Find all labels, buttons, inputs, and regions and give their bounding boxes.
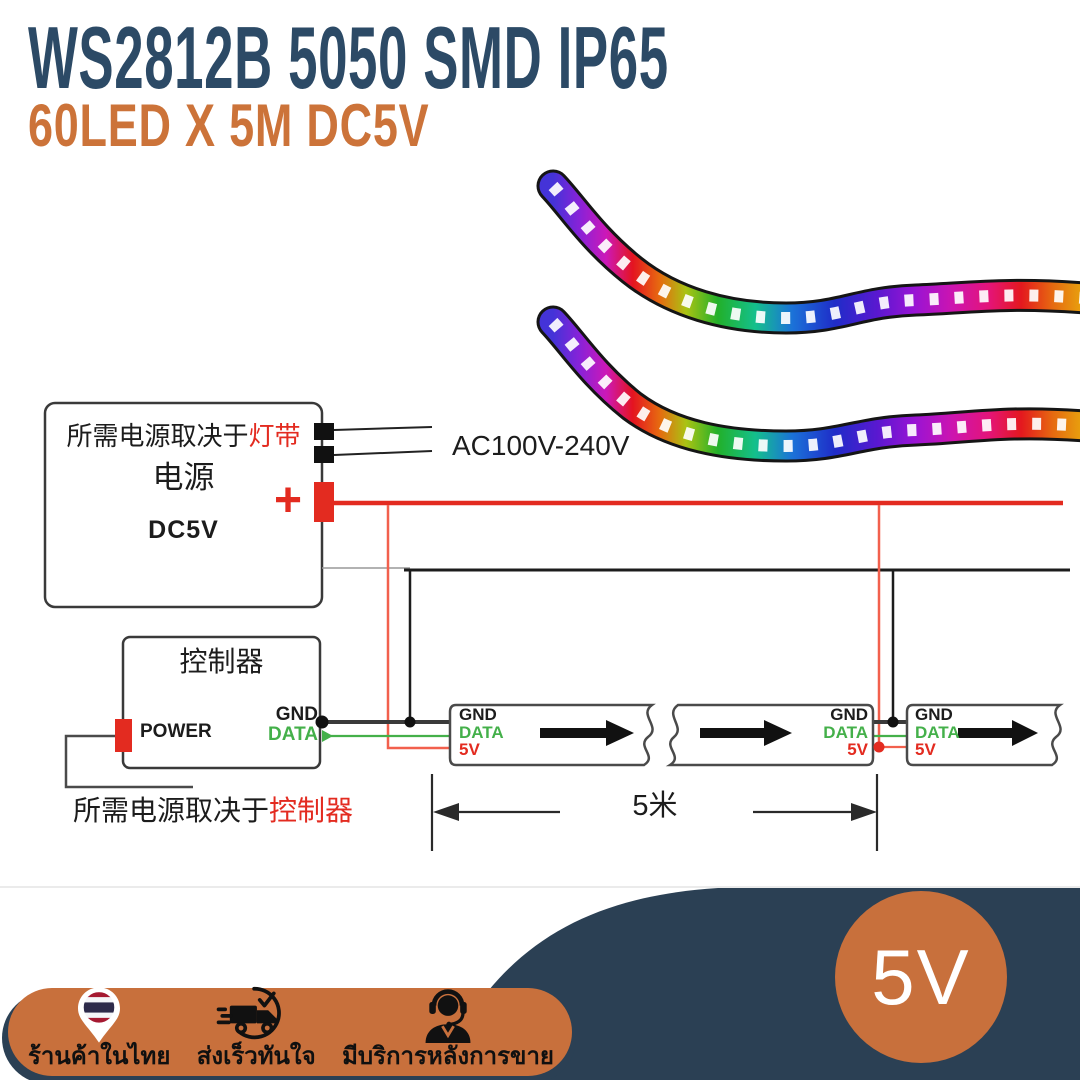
controller-box: [121, 635, 322, 770]
direction-arrow-1: [540, 720, 634, 746]
ac-terminal-bottom: [314, 446, 334, 463]
voltage-badge: 5V: [835, 891, 1007, 1063]
psu-note: 所需电源取决于灯带: [45, 423, 322, 449]
strip3-data-label: DATA: [915, 723, 960, 742]
fast-delivery-truck-icon: [216, 986, 282, 1039]
controller-note: 所需电源取决于控制器: [73, 797, 353, 825]
wiring-diagram: [43, 401, 1070, 851]
page-subtitle: 60LED X 5M DC5V: [28, 92, 430, 159]
ac-terminal-top: [314, 423, 334, 440]
plus-sign: +: [274, 474, 303, 527]
voltage-badge-text: 5V: [871, 932, 971, 1021]
strip2-data-label: DATA: [823, 723, 868, 742]
psu-note-black: 所需电源取决于: [66, 421, 249, 451]
strip3-5v-label: 5V: [915, 740, 936, 759]
psu-voltage: DC5V: [148, 516, 219, 544]
led-strip-photos: [536, 169, 1080, 463]
ac-voltage-label: AC100V-240V: [452, 430, 630, 461]
psu-name: 电源: [152, 460, 215, 495]
badge-label: มีบริการหลังการขาย: [342, 1042, 554, 1070]
badge-thai-shop: ร้านค้าในไทย: [28, 986, 171, 1070]
direction-arrow-2: [700, 720, 792, 746]
badge-fast-delivery: ส่งเร็วทันใจ: [197, 985, 316, 1070]
page-title: WS2812B 5050 SMD IP65: [28, 8, 669, 107]
plus-terminal: [314, 482, 334, 522]
dimension-label: 5米: [632, 790, 678, 822]
ac-wire-top: [333, 426, 433, 431]
controller-note-red: 控制器: [269, 795, 354, 826]
strip2-gnd-label: GND: [830, 705, 868, 724]
strip3-gnd-label: GND: [915, 705, 953, 724]
ac-wire-bottom: [333, 450, 433, 456]
controller-power-label: POWER: [140, 721, 212, 742]
5v-drop-left: [386, 505, 452, 750]
gnd-terminal-dot: [315, 715, 329, 729]
controller-data-label: DATA: [268, 724, 318, 745]
strip1-gnd-label: GND: [459, 705, 497, 724]
badge-label: ส่งเร็วทันใจ: [196, 1042, 316, 1070]
led-strip-photo-top: [536, 169, 1080, 335]
strip1-5v-label: 5V: [459, 740, 480, 759]
customer-service-headset-icon: [425, 988, 471, 1043]
strip2-5v-label: 5V: [847, 740, 868, 759]
badge-after-sale-service: มีบริการหลังการขาย: [342, 985, 554, 1070]
gnd-junction-dot-left: [404, 716, 416, 728]
strip1-data-label: DATA: [459, 723, 504, 742]
thai-flag-pin-icon: [78, 986, 121, 1043]
controller-gnd-label: GND: [275, 704, 318, 725]
controller-name: 控制器: [179, 646, 264, 677]
dimension-arrowhead-right: [851, 803, 877, 821]
controller-power-wire: [64, 734, 193, 789]
data-out-arrow: [322, 730, 333, 742]
badge-label: ร้านค้าในไทย: [28, 1042, 171, 1070]
footer-divider: [0, 886, 1080, 888]
gnd-junction-dot-right: [887, 716, 899, 728]
5v-junction-dot: [873, 741, 885, 753]
dimension-arrowhead-left: [433, 803, 459, 821]
led-strip-photo-bottom: [536, 305, 1080, 463]
controller-note-black: 所需电源取决于: [73, 795, 270, 826]
direction-arrow-3: [958, 720, 1038, 746]
footer-pill: ร้านค้าในไทย ส่งเร็วทันใจ: [8, 985, 572, 1076]
power-terminal: [115, 719, 132, 752]
psu-note-red: 灯带: [248, 421, 301, 451]
